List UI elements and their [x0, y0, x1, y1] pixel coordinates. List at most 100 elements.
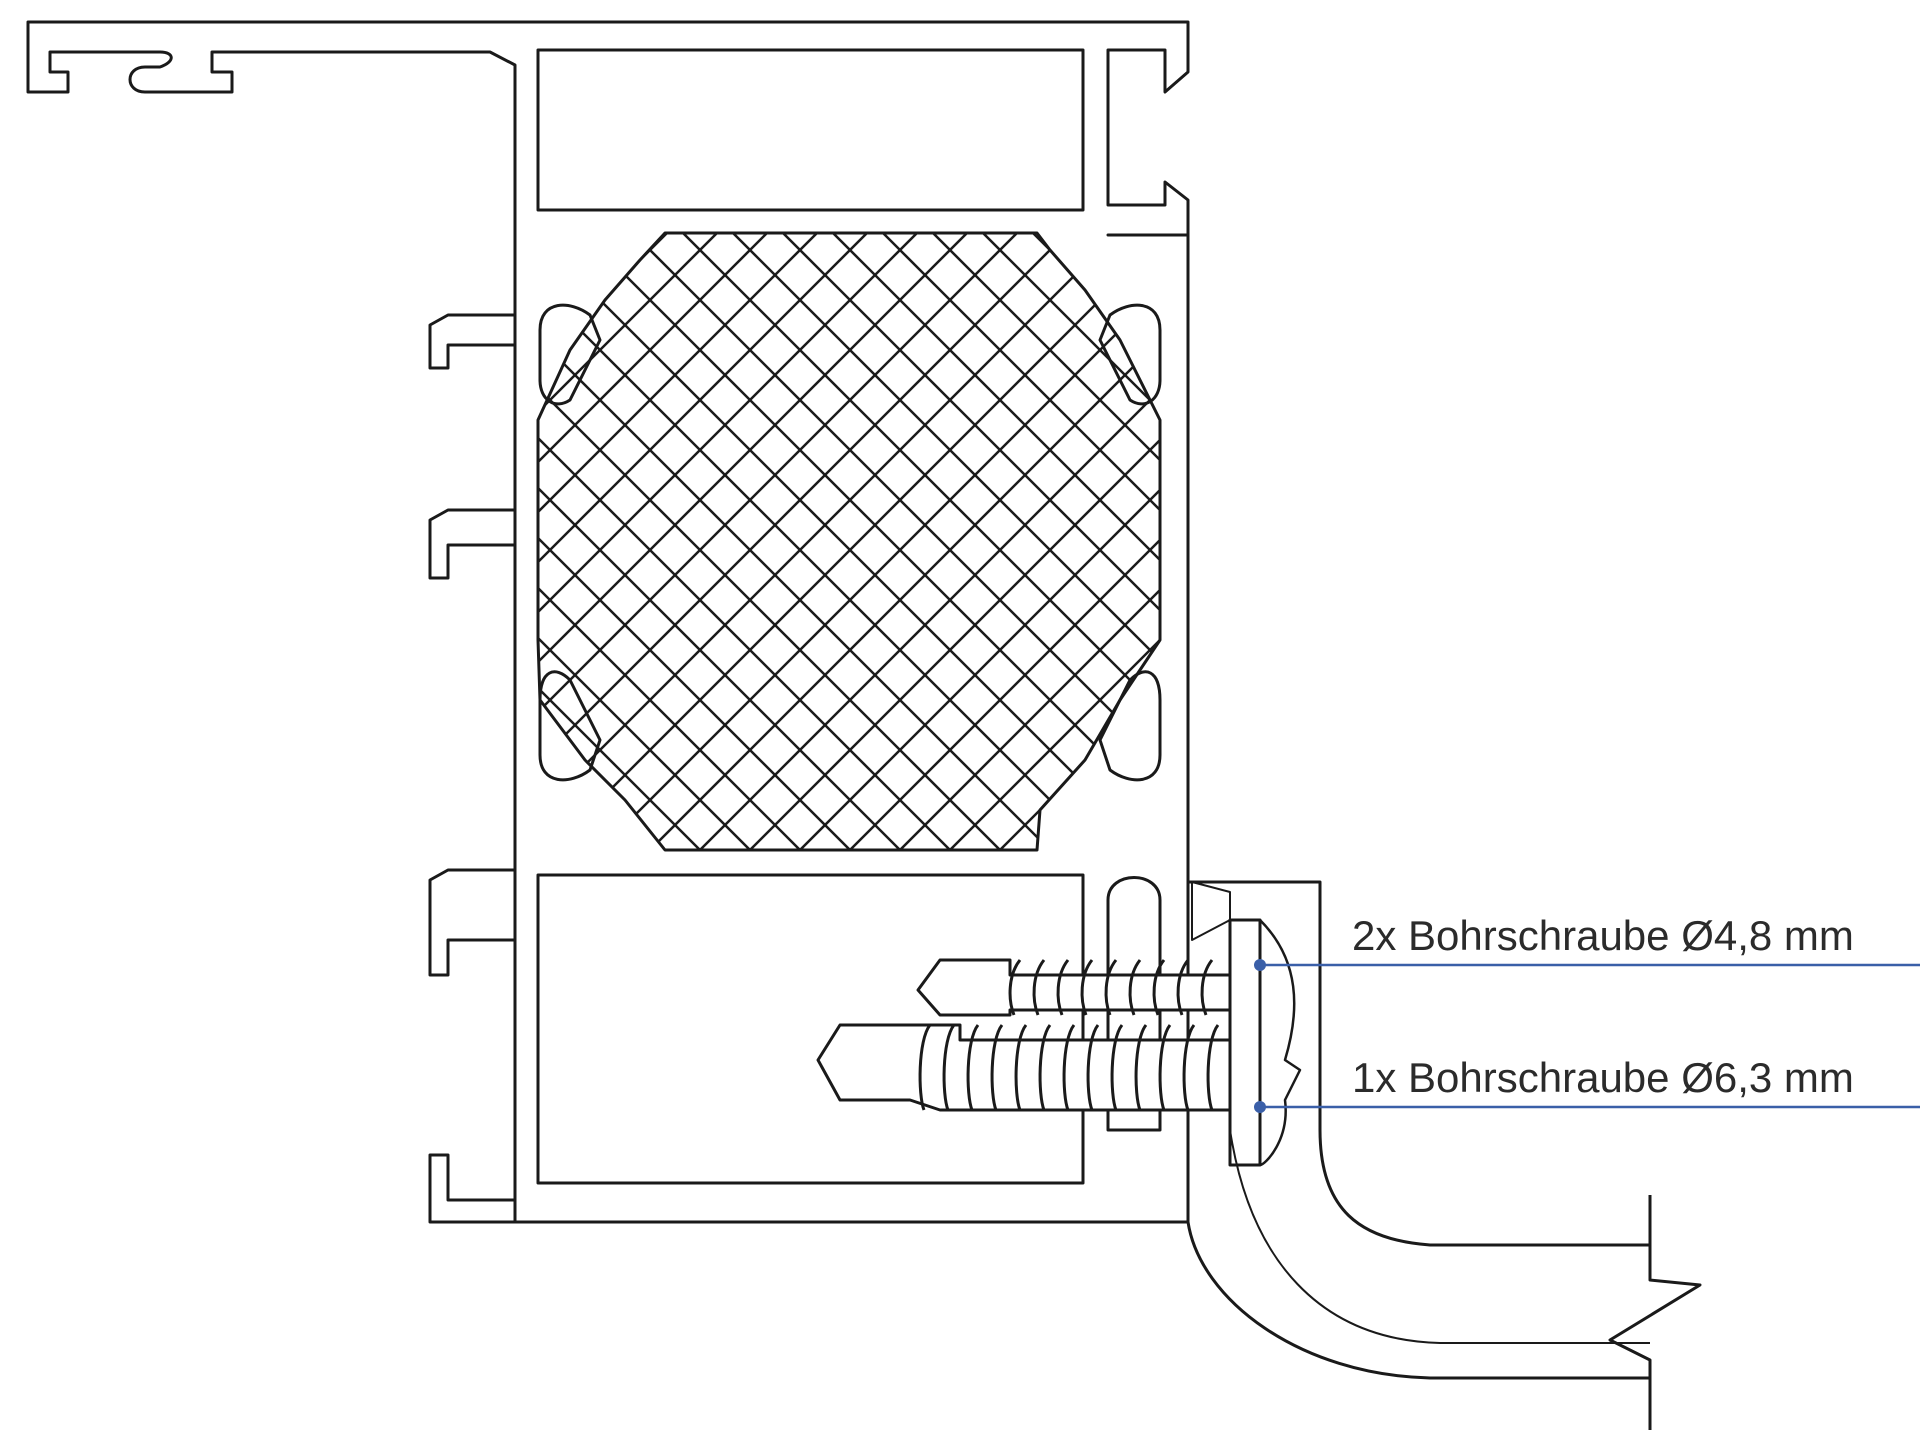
left-rib-upper [428, 313, 517, 370]
hatch-line [538, 233, 751, 850]
hatch-line [1350, 200, 1928, 900]
pocket-bottom-right [1098, 670, 1162, 782]
hatch-line [538, 233, 551, 850]
hatch-line [1500, 200, 1928, 900]
thread-turn [1110, 1024, 1124, 1111]
hatch-line [0, 200, 450, 900]
pocket-top-left [538, 303, 602, 406]
hatch-line [1149, 233, 1160, 850]
hatch-line [538, 233, 751, 850]
screw-lower-shank [816, 1023, 1232, 1112]
hatch-line [538, 233, 651, 850]
hatch-line [538, 233, 551, 850]
hatch-line [849, 233, 1160, 850]
pocket-bottom-left [538, 670, 602, 782]
thread-turn [1200, 959, 1214, 1016]
hatch-line [1300, 200, 1928, 900]
screw-threads [918, 959, 1220, 1111]
hatch-line [999, 233, 1160, 850]
callout-label-screw-63: 1x Bohrschraube Ø6,3 mm [1352, 1054, 1854, 1101]
hatch-line [1099, 233, 1160, 850]
hatch-line [649, 233, 1160, 850]
hatch-line [538, 233, 851, 850]
hatch-line [1550, 200, 1928, 900]
thread-turn [1038, 1024, 1052, 1111]
thread-turn [1152, 959, 1166, 1016]
thread-turn [966, 1024, 980, 1111]
hatch-line [538, 233, 701, 850]
left-rib-middle [428, 508, 517, 580]
bracket-top-block [1191, 881, 1231, 941]
thread-turn [942, 1024, 956, 1111]
hatch-line [699, 233, 1160, 850]
hatch-line [0, 200, 300, 900]
hatch-line [1099, 233, 1160, 850]
callout-dot-upper [1254, 959, 1266, 971]
hatch-line [0, 200, 200, 900]
thread-turn [1032, 959, 1046, 1016]
thread-turn [918, 1024, 932, 1111]
thread-turn [1014, 1024, 1028, 1111]
hatch-line [1200, 200, 1900, 900]
hatch-line [0, 200, 150, 900]
hatch-line [1650, 200, 1928, 900]
callout-label-screw-48: 2x Bohrschraube Ø4,8 mm [1352, 912, 1854, 959]
thread-turn [1008, 959, 1022, 1016]
hatch-line [1650, 200, 1928, 900]
hatch-line [538, 233, 901, 850]
thread-turn [1080, 959, 1094, 1016]
hatch-line [1500, 200, 1928, 900]
hatch-line [538, 233, 601, 850]
hatch-line [1600, 200, 1928, 900]
hatch-line [538, 233, 701, 850]
hatch-line [0, 200, 300, 900]
hatch-line [1450, 200, 1928, 900]
bracket-inner-curve [1229, 1129, 1650, 1344]
insulation-core-outline [536, 231, 1162, 852]
hatch-line [1700, 200, 1928, 900]
hatch-line [538, 233, 1001, 850]
hatch-line [1250, 200, 1928, 900]
thread-turn [1206, 1024, 1220, 1111]
break-line [1608, 1195, 1702, 1430]
hatch-line [0, 200, 500, 900]
hatch-line [749, 233, 1160, 850]
hatch-line [538, 233, 651, 850]
thread-turn [1128, 959, 1142, 1016]
hatch-line [1750, 200, 1928, 900]
hatch-line [1300, 200, 1928, 900]
lower-chamber [536, 873, 1085, 1185]
hatch-line [1400, 200, 1928, 900]
thread-turn [1134, 1024, 1148, 1111]
pocket-top-right [1098, 303, 1162, 406]
thread-turn [1056, 959, 1070, 1016]
hatch-line [899, 233, 1160, 850]
hatch-line [538, 233, 1160, 850]
hatch-line [0, 200, 250, 900]
hatch-line [0, 200, 100, 900]
hatch-line [538, 233, 951, 850]
thread-turn [1182, 1024, 1196, 1111]
left-rib-lower [428, 868, 517, 977]
hatch-line [0, 200, 150, 900]
hatch-line [0, 200, 400, 900]
thread-turn [1104, 959, 1118, 1016]
screw-upper-shank [916, 958, 1232, 1017]
hatch-line [1550, 200, 1928, 900]
hatch-line [0, 200, 500, 900]
mounting-bracket [1186, 880, 1652, 1430]
hatch-line [538, 233, 1051, 850]
hatch-line [0, 200, 50, 900]
hatch-line [799, 233, 1160, 850]
thread-turn [1176, 959, 1190, 1016]
hatch-line [0, 200, 50, 900]
hatch-line [1700, 200, 1928, 900]
hatch-line [538, 233, 851, 850]
hatch-line [1149, 233, 1160, 850]
callout-dot-lower [1254, 1101, 1266, 1113]
hatch-line [538, 233, 801, 850]
insulation-core-hatching [0, 200, 1928, 900]
hatch-line [538, 233, 1101, 850]
clamp-plate [1228, 918, 1262, 1167]
